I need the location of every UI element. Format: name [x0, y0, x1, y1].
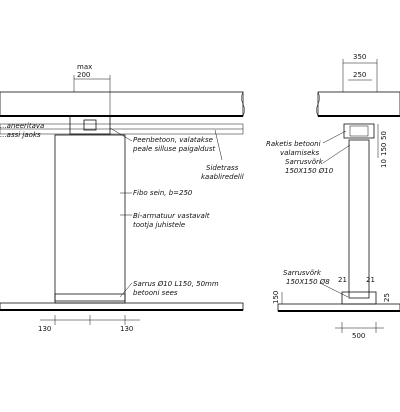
leader-sarrusvork-2	[319, 282, 349, 298]
label-left-1: ...aneeritava	[0, 122, 44, 130]
leader-sarrus	[119, 282, 133, 298]
dim-max-value: 200	[77, 71, 90, 79]
dim-bottom-500: 500	[352, 332, 365, 340]
slab-break-line	[241, 91, 245, 117]
leader-raketis	[322, 130, 347, 144]
leader-concrete	[109, 127, 133, 142]
dim-25: 25	[383, 293, 391, 302]
concrete-infill	[69, 115, 111, 135]
label-raketis-2: valamiseks	[280, 149, 319, 157]
dim-left-150: 150	[272, 291, 280, 304]
label-sarrus-1: Sarrus Ø10 L150, 50mm	[133, 280, 219, 288]
label-raketis-1: Raketis betooni	[266, 140, 321, 148]
right-detail: 350 250 50 150 10 150 21 21 25 500 Raket…	[266, 53, 400, 340]
dim-top-outer: 350	[353, 53, 366, 61]
dim-top-inner: 250	[353, 71, 366, 79]
dim-21-a: 21	[338, 276, 347, 284]
floor-slab-left	[0, 302, 244, 311]
dim-right-150: 150	[380, 143, 388, 156]
wall-section-right	[348, 139, 370, 299]
label-concrete-1: Peenbetoon, valatakse	[133, 136, 213, 144]
label-sarrusvork1-1: Sarrusvõrk	[285, 158, 324, 166]
label-fibo: Fibo sein, b=250	[133, 189, 193, 197]
label-sarrusvork2-2: 150X150 Ø8	[286, 278, 330, 286]
dim-right-50: 50	[380, 131, 388, 140]
slab-right	[317, 91, 400, 117]
label-sidetrass-2: kaabliredelil	[201, 173, 244, 181]
leader-sidetrass	[214, 129, 223, 161]
formwork	[343, 123, 375, 139]
dim-bottom-left: 130	[38, 325, 51, 333]
slab-left	[0, 91, 244, 117]
label-sarrus-2: betooni sees	[133, 289, 178, 297]
dim-max-label: max	[77, 63, 92, 71]
floor-slab-right	[277, 303, 400, 312]
dim-21-b: 21	[366, 276, 375, 284]
wall-top-cap	[83, 119, 97, 131]
label-armatuur-1: Bi-armatuur vastavalt	[133, 212, 210, 220]
wall-base-concrete	[54, 293, 126, 304]
fibo-wall	[54, 134, 126, 302]
label-sidetrass-1: Sidetrass	[206, 164, 239, 172]
left-detail: max 200 130 130 ...aneeritava ...assi ja…	[0, 63, 245, 333]
dim-right-10: 10	[380, 159, 388, 168]
label-sarrusvork1-2: 150X150 Ø10	[285, 167, 334, 175]
label-sarrusvork2-1: Sarrusvõrk	[283, 269, 322, 277]
label-left-2: ...assi jaoks	[0, 131, 41, 139]
leader-sarrusvork-1	[322, 144, 351, 164]
label-concrete-2: peale silluse paigaldust	[132, 145, 215, 153]
dim-bottom-right: 130	[120, 325, 133, 333]
label-armatuur-2: tootja juhistele	[133, 221, 185, 229]
